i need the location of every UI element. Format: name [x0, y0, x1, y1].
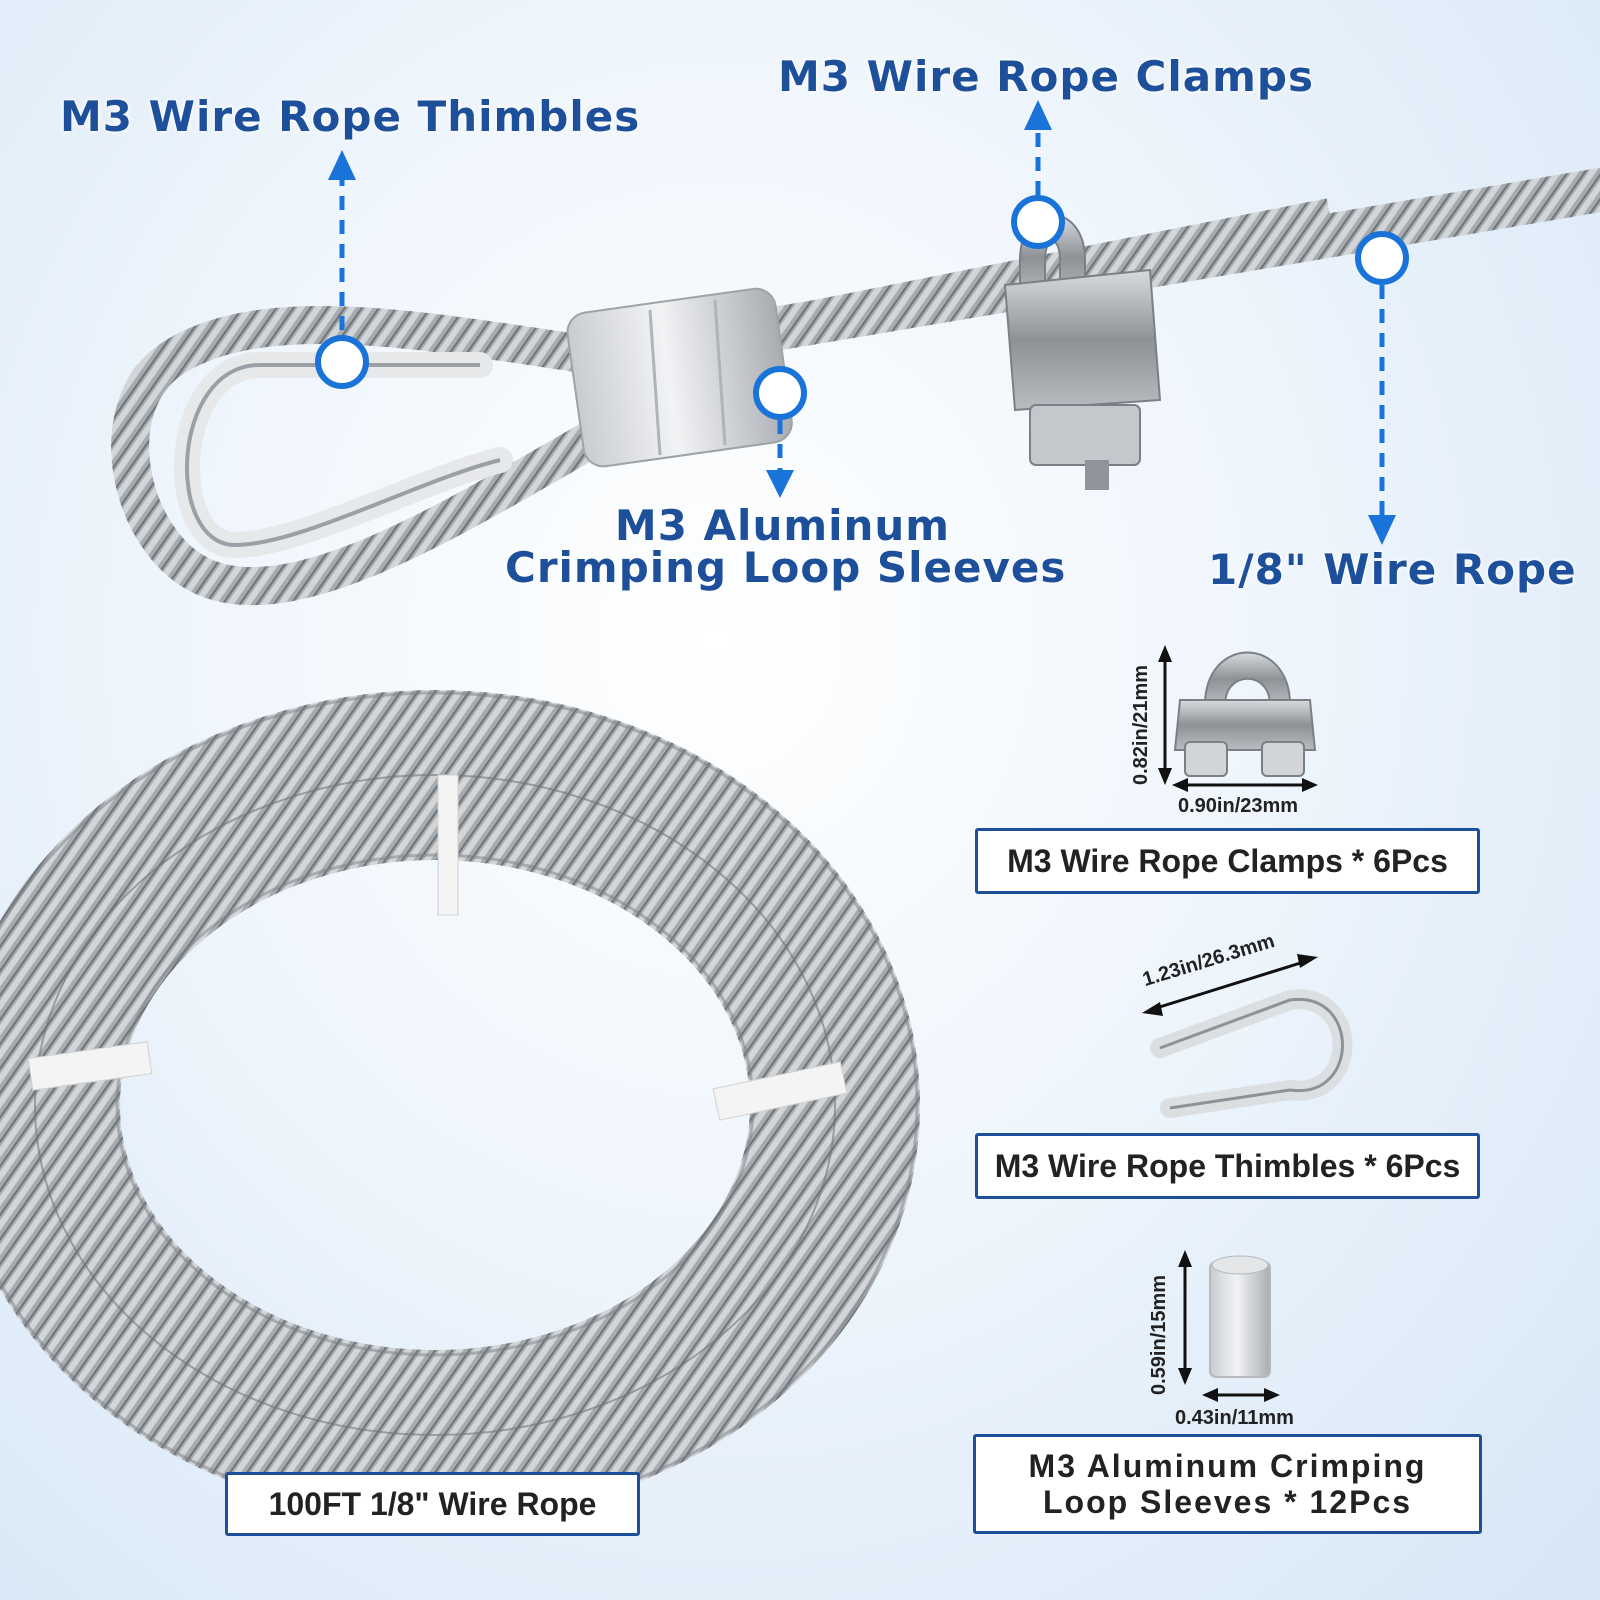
- callout-rope-marker: [1355, 231, 1409, 545]
- crimping-sleeve: [566, 287, 793, 468]
- coil-label-box: 100FT 1/8" Wire Rope: [225, 1472, 640, 1536]
- sleeve-label-line2: Loop Sleeves * 12Pcs: [1042, 1484, 1413, 1520]
- callout-clamps: M3 Wire Rope Clamps: [778, 52, 1314, 101]
- thimble-label-box: M3 Wire Rope Thimbles * 6Pcs: [975, 1133, 1480, 1199]
- clamp-label-box: M3 Wire Rope Clamps * 6Pcs: [975, 828, 1480, 894]
- sleeve-product-image: [1178, 1250, 1280, 1402]
- callout-sleeves-line1: M3 Aluminum: [614, 501, 951, 550]
- wire-rope-loop: [111, 306, 609, 606]
- sleeve-label-box: M3 Aluminum Crimping Loop Sleeves * 12Pc…: [973, 1434, 1482, 1534]
- callout-rope: 1/8" Wire Rope: [1208, 545, 1577, 594]
- sleeve-label-line1: M3 Aluminum Crimping: [1028, 1448, 1427, 1484]
- callout-sleeves-line2: Crimping Loop Sleeves: [505, 543, 1067, 592]
- sleeve-width-dim: 0.43in/11mm: [1175, 1407, 1294, 1429]
- thimble-product-image: [1142, 954, 1353, 1118]
- callout-sleeves: M3 Aluminum Crimping Loop Sleeves: [505, 501, 1067, 592]
- callout-sleeves-marker: [753, 366, 807, 498]
- callout-thimbles: M3 Wire Rope Thimbles: [60, 92, 641, 141]
- wire-rope-coil: [0, 690, 920, 1520]
- clamp-product-image: [1158, 645, 1318, 792]
- sleeve-height-dim: 0.59in/15mm: [1148, 1274, 1170, 1395]
- callout-thimbles-marker: [315, 150, 369, 389]
- thimble: [174, 352, 513, 559]
- clamp-width-dim: 0.90in/23mm: [1178, 795, 1299, 817]
- clamp-height-dim: 0.82in/21mm: [1130, 664, 1152, 785]
- callout-clamps-marker: [1011, 100, 1065, 249]
